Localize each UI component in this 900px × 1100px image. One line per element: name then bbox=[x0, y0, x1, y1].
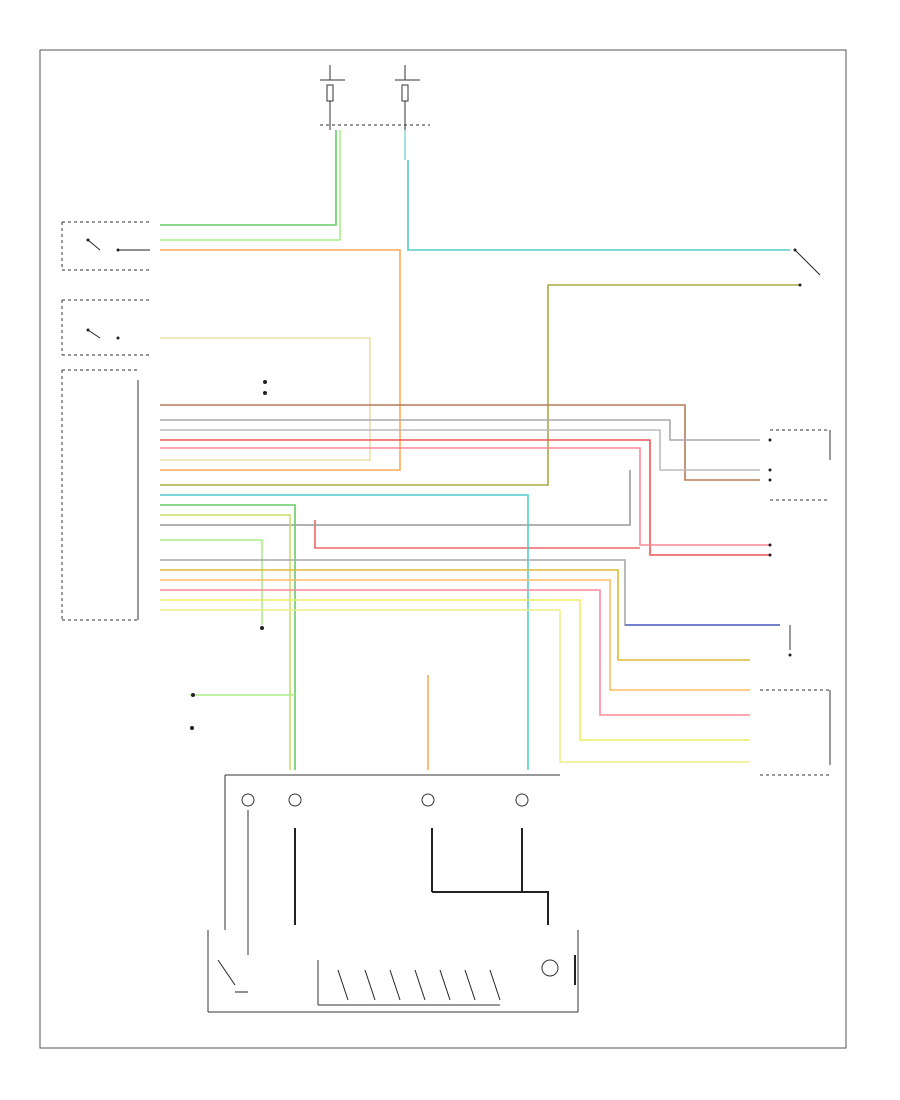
wire-gold bbox=[160, 569, 750, 661]
wire-cyan-main bbox=[407, 160, 790, 251]
wire-yellow-green bbox=[160, 514, 291, 770]
terminal-4 bbox=[515, 793, 529, 807]
wire-light-green-2 bbox=[160, 539, 263, 625]
wire-yellow-2 bbox=[160, 609, 750, 763]
wire-pink bbox=[160, 447, 770, 546]
control-switch-knob bbox=[541, 959, 559, 977]
wire-grey-3 bbox=[160, 470, 631, 526]
terminal-1 bbox=[241, 793, 255, 807]
fuse-right bbox=[401, 84, 409, 102]
fuse-section bbox=[320, 65, 430, 130]
left-switch-upper bbox=[61, 221, 150, 271]
bottom-module bbox=[207, 774, 579, 1013]
wire-orange-2 bbox=[160, 579, 750, 691]
right-switches bbox=[760, 248, 831, 776]
control-module bbox=[61, 369, 140, 621]
wire-red bbox=[160, 439, 770, 556]
wire-green-down bbox=[160, 504, 296, 770]
wire-brown bbox=[160, 404, 760, 481]
wire-grey-2 bbox=[160, 429, 760, 471]
wire-green bbox=[160, 130, 337, 226]
left-switch-lower bbox=[61, 299, 150, 356]
fuse-left bbox=[326, 84, 334, 102]
wire-grey-1 bbox=[160, 419, 760, 441]
wire-red-2 bbox=[314, 520, 640, 549]
diagram-frame bbox=[39, 49, 847, 1049]
wire-orange bbox=[160, 249, 401, 471]
wire-pink-2 bbox=[160, 589, 750, 716]
wire-cyan-down bbox=[160, 494, 529, 770]
ground-symbols bbox=[190, 380, 267, 730]
wires bbox=[160, 130, 800, 770]
terminal-2 bbox=[288, 793, 302, 807]
wire-yellow bbox=[160, 599, 750, 741]
terminal-3 bbox=[421, 793, 435, 807]
wire-light-green bbox=[160, 130, 341, 241]
wire-olive bbox=[160, 284, 800, 486]
wire-tan bbox=[160, 337, 371, 461]
